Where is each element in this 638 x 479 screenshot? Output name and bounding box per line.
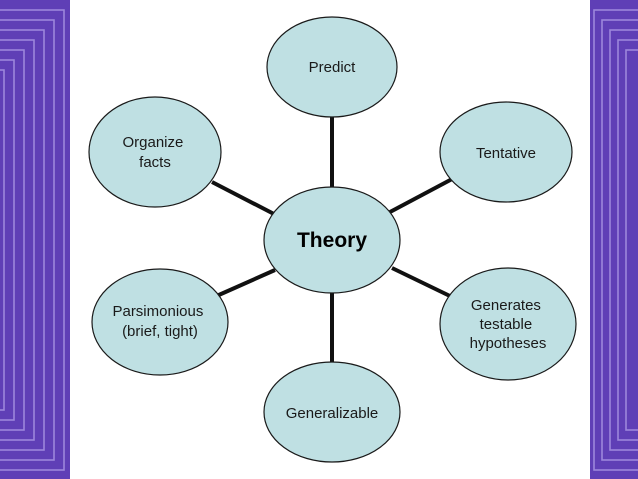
node-organize-facts: Organize facts bbox=[88, 96, 222, 208]
theory-diagram: Predict Tentative Generates testable hyp… bbox=[88, 16, 577, 463]
slide-border-right bbox=[590, 0, 638, 479]
connector-parsimonious bbox=[211, 268, 276, 300]
connector-tentative bbox=[389, 176, 455, 214]
node-label-predict: Predict bbox=[309, 59, 357, 76]
node-generates-testable-hypotheses: Generates testable hypotheses bbox=[439, 267, 577, 381]
slide-canvas: Predict Tentative Generates testable hyp… bbox=[70, 0, 590, 479]
node-label-generalizable: Generalizable bbox=[286, 405, 379, 422]
connector-generates-testable-hypotheses bbox=[391, 266, 453, 299]
border-pattern-left bbox=[0, 9, 65, 471]
center-node-theory: Theory bbox=[263, 186, 401, 294]
node-tentative: Tentative bbox=[439, 101, 573, 203]
node-generalizable: Generalizable bbox=[263, 361, 401, 463]
slide-border-left bbox=[0, 0, 70, 479]
border-pattern-right bbox=[593, 9, 638, 471]
center-label: Theory bbox=[297, 229, 367, 252]
connector-organize-facts bbox=[211, 180, 275, 216]
node-label-organize-facts: Organize facts bbox=[122, 134, 187, 171]
node-label-generates-testable-hypotheses: Generates testable hypotheses bbox=[470, 297, 547, 352]
node-label-parsimonious: Parsimonious (brief, tight) bbox=[112, 303, 207, 340]
node-label-tentative: Tentative bbox=[476, 145, 536, 162]
node-parsimonious: Parsimonious (brief, tight) bbox=[91, 268, 229, 376]
node-predict: Predict bbox=[266, 16, 398, 118]
